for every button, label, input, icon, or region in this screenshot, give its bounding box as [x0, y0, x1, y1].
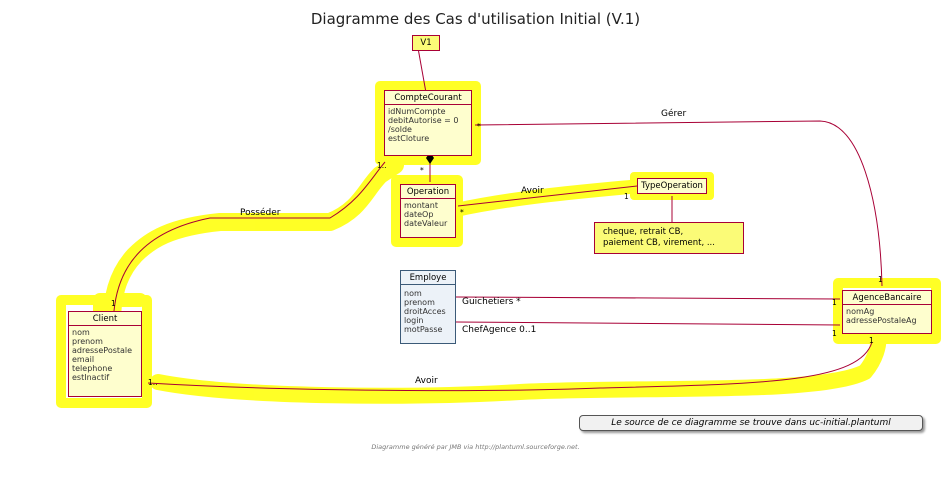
attribute: idNumCompte — [388, 107, 446, 116]
typeoperation-note: cheque, retrait CB, paiement CB, viremen… — [594, 222, 744, 254]
attribute: motPasse — [404, 325, 443, 334]
attribute: nomAg — [846, 307, 875, 316]
mult-posseder-compte: 1.. — [377, 161, 387, 170]
mult-avoir-typeop: 1 — [624, 192, 629, 201]
version-note: V1 — [412, 35, 440, 51]
mult-guichetiers-agence: 1 — [832, 298, 837, 307]
class-typeoperation[interactable]: TypeOperation — [637, 178, 707, 194]
label-avoir-client: Avoir — [415, 376, 438, 386]
class-name: TypeOperation — [641, 181, 703, 191]
label-posseder: Posséder — [240, 208, 281, 218]
label-avoir-operation: Avoir — [521, 186, 544, 196]
attribute: droitAcces — [404, 307, 446, 316]
attribute: dateOp — [404, 210, 434, 219]
footer-credit: Diagramme généré par JMB via http://plan… — [371, 443, 580, 451]
class-client[interactable]: Client nom prenom adressePostale email t… — [68, 311, 142, 397]
attribute: nom — [72, 328, 90, 337]
attribute: debitAutorise = 0 — [388, 116, 459, 125]
class-name: Operation — [401, 185, 455, 199]
class-name: CompteCourant — [385, 91, 471, 105]
note-line: paiement CB, virement, ... — [603, 238, 715, 248]
label-gerer: Gérer — [661, 109, 687, 119]
mult-avoir-operation: * — [460, 208, 464, 217]
attribute: prenom — [404, 298, 435, 307]
class-comptecourant[interactable]: CompteCourant idNumCompte debitAutorise … — [384, 90, 472, 156]
class-name: Client — [69, 312, 141, 326]
line-chefagence — [455, 321, 841, 326]
mult-gerer-compte: * — [477, 122, 481, 131]
attribute: email — [72, 355, 95, 364]
class-name: Employe — [401, 271, 455, 285]
attribute: /solde — [388, 125, 412, 134]
diagram-title: Diagramme des Cas d'utilisation Initial … — [310, 10, 641, 28]
label-guichetiers: Guichetiers * — [462, 297, 521, 307]
highlight-strokes — [56, 81, 941, 408]
line-avoir-operation — [457, 185, 638, 207]
mult-avoir-agence: 1 — [869, 336, 874, 345]
class-operation[interactable]: Operation montant dateOp dateValeur — [400, 184, 456, 238]
line-guichetiers — [455, 296, 841, 300]
attribute: telephone — [72, 364, 113, 373]
attribute: prenom — [72, 337, 103, 346]
line-posseder — [113, 161, 386, 312]
mult-chefagence-agence: 1 — [832, 329, 837, 338]
class-name: AgenceBancaire — [843, 291, 931, 305]
attribute: adressePostale — [72, 346, 133, 355]
line-gerer — [474, 120, 883, 287]
mult-operation-compte: * — [420, 166, 424, 175]
attribute: login — [404, 316, 424, 325]
association-lines — [113, 47, 883, 392]
attribute: montant — [404, 201, 439, 210]
mult-avoir-client: 1.. — [148, 378, 158, 387]
attribute: estInactif — [72, 373, 110, 382]
attribute: estCloture — [388, 134, 430, 143]
line-avoir-client — [147, 341, 873, 392]
mult-gerer-agence: 1 — [878, 275, 883, 284]
note-line: cheque, retrait CB, — [603, 227, 684, 237]
class-employe[interactable]: Employe nom prenom droitAcces login motP… — [400, 270, 456, 344]
version-note-text: V1 — [420, 38, 432, 48]
attribute: nom — [404, 289, 422, 298]
mult-posseder-client: 1 — [111, 299, 116, 308]
label-chefagence: ChefAgence 0..1 — [462, 325, 537, 335]
source-note: Le source de ce diagramme se trouve dans… — [579, 415, 923, 431]
attribute: dateValeur — [404, 219, 448, 228]
class-agencebancaire[interactable]: AgenceBancaire nomAg adressePostaleAg — [842, 290, 932, 334]
attribute: adressePostaleAg — [846, 316, 917, 325]
